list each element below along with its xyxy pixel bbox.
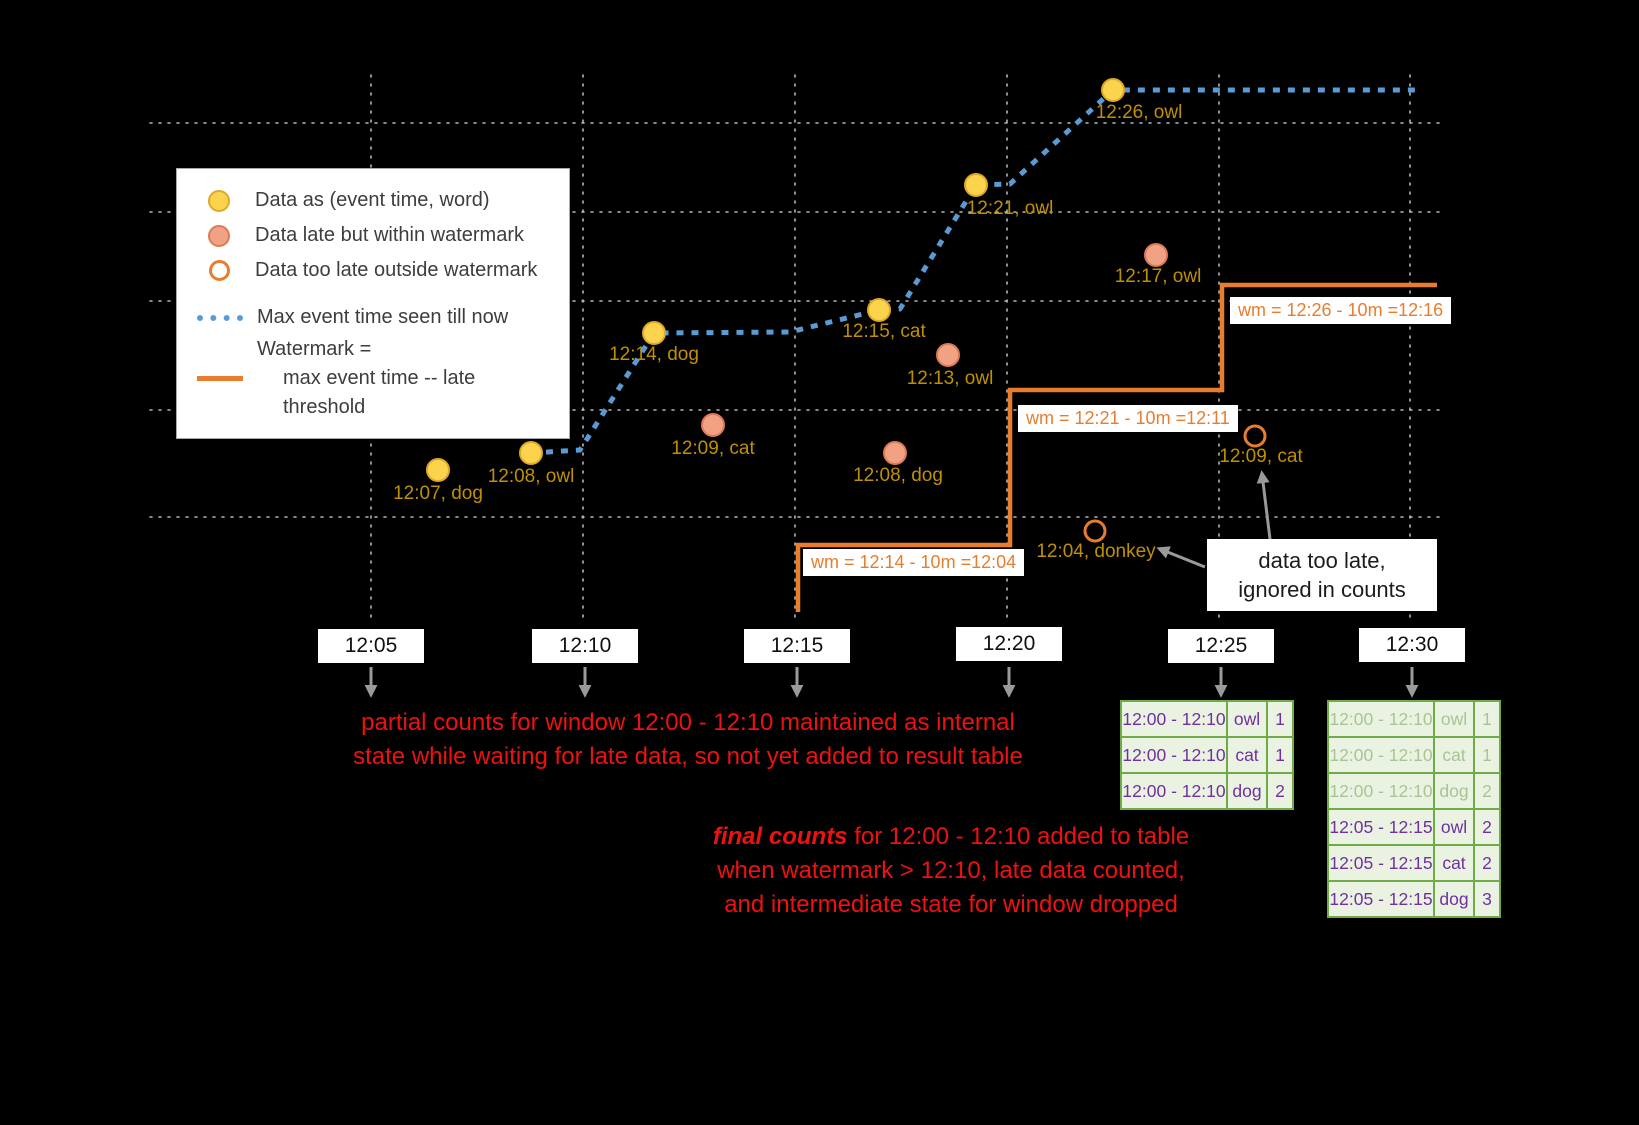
data-point-ontime bbox=[867, 298, 891, 322]
table-cell-window: 12:00 - 12:10 bbox=[1329, 702, 1433, 736]
table-cell-count: 2 bbox=[1268, 774, 1292, 808]
data-point-label: 12:17, owl bbox=[1114, 266, 1202, 287]
axis-tick: 12:15 bbox=[744, 629, 850, 663]
late-dot-icon bbox=[197, 224, 241, 247]
note-final-line1: for 12:00 - 12:10 added to table bbox=[847, 823, 1190, 850]
table-cell-count: 1 bbox=[1475, 738, 1499, 772]
legend-label: Data late but within watermark bbox=[255, 224, 525, 246]
axis-tick: 12:05 bbox=[318, 629, 424, 663]
data-point-label: 12:08, dog bbox=[853, 465, 943, 486]
data-point-label: 12:13, owl bbox=[906, 368, 994, 389]
table-cell-window: 12:00 - 12:10 bbox=[1122, 738, 1226, 772]
axis-tick: 12:25 bbox=[1168, 629, 1274, 663]
table-cell-word: cat bbox=[1435, 738, 1473, 772]
data-point-ontime bbox=[426, 458, 450, 482]
table-cell-word: cat bbox=[1435, 846, 1473, 880]
note-too-late-line2: ignored in counts bbox=[1238, 577, 1406, 602]
axis-tick: 12:30 bbox=[1359, 628, 1465, 662]
table-cell-window: 12:05 - 12:15 bbox=[1329, 882, 1433, 916]
axis-tick: 12:20 bbox=[956, 627, 1062, 661]
table-cell-window: 12:00 - 12:10 bbox=[1329, 774, 1433, 808]
table-cell-word: owl bbox=[1435, 702, 1473, 736]
data-point-ontime bbox=[519, 441, 543, 465]
table-cell-window: 12:05 - 12:15 bbox=[1329, 846, 1433, 880]
legend-label-line1: Watermark = bbox=[257, 338, 372, 360]
table-cell-word: cat bbox=[1228, 738, 1266, 772]
data-point-label: 12:04, donkey bbox=[1036, 541, 1156, 562]
table-cell-word: dog bbox=[1435, 882, 1473, 916]
legend: Data as (event time, word) Data late but… bbox=[176, 168, 570, 439]
result-table-1: 12:00 - 12:10 owl 1 12:00 - 12:10 cat 1 … bbox=[1120, 700, 1294, 810]
table-cell-count: 1 bbox=[1268, 702, 1292, 736]
data-point-toolate bbox=[1243, 424, 1267, 448]
table-cell-word: dog bbox=[1228, 774, 1266, 808]
axis-tick-arrows bbox=[364, 667, 1419, 698]
axis-tick: 12:10 bbox=[532, 629, 638, 663]
legend-item-late: Data late but within watermark bbox=[197, 218, 549, 253]
data-point-late bbox=[936, 343, 960, 367]
table-cell-window: 12:05 - 12:15 bbox=[1329, 810, 1433, 844]
data-point-label: 12:26, owl bbox=[1095, 102, 1183, 123]
note-final-counts: final counts for 12:00 - 12:10 added to … bbox=[645, 820, 1257, 922]
data-point-label: 12:09, cat bbox=[671, 438, 755, 459]
watermark-label: wm = 12:21 - 10m =12:11 bbox=[1018, 405, 1238, 432]
watermark-label: wm = 12:26 - 10m =12:16 bbox=[1230, 297, 1452, 324]
note-partial-line2: state while waiting for late data, so no… bbox=[353, 743, 1023, 770]
too-late-pointer-arrows bbox=[1156, 470, 1272, 569]
data-point-label: 12:15, cat bbox=[842, 321, 926, 342]
ontime-dot-icon bbox=[197, 189, 241, 212]
data-point-ontime bbox=[1101, 78, 1125, 102]
table-cell-count: 2 bbox=[1475, 774, 1499, 808]
legend-item-max-event-time: Max event time seen till now bbox=[197, 300, 549, 335]
legend-item-toolate: Data too late outside watermark bbox=[197, 253, 549, 288]
note-partial-line1: partial counts for window 12:00 - 12:10 … bbox=[361, 709, 1015, 736]
legend-label: Max event time seen till now bbox=[257, 306, 509, 328]
data-point-ontime bbox=[642, 321, 666, 345]
note-partial-counts: partial counts for window 12:00 - 12:10 … bbox=[330, 706, 1046, 774]
table-cell-word: dog bbox=[1435, 774, 1473, 808]
legend-item-ontime: Data as (event time, word) bbox=[197, 183, 549, 218]
legend-label-line2: max event time -- late threshold bbox=[283, 367, 476, 418]
table-cell-count: 1 bbox=[1475, 702, 1499, 736]
legend-item-watermark: Watermark = max event time -- late thres… bbox=[197, 335, 549, 422]
data-point-late bbox=[701, 413, 725, 437]
gridlines bbox=[149, 74, 1441, 623]
table-cell-count: 2 bbox=[1475, 846, 1499, 880]
table-cell-word: owl bbox=[1435, 810, 1473, 844]
solid-line-icon bbox=[197, 376, 243, 381]
legend-label: Data as (event time, word) bbox=[255, 189, 490, 211]
table-cell-count: 2 bbox=[1475, 810, 1499, 844]
table-cell-count: 3 bbox=[1475, 882, 1499, 916]
data-point-label: 12:09, cat bbox=[1219, 446, 1303, 467]
table-cell-count: 1 bbox=[1268, 738, 1292, 772]
legend-label: Watermark = max event time -- late thres… bbox=[257, 335, 549, 422]
data-point-label: 12:21, owl bbox=[966, 198, 1054, 219]
note-final-line3: and intermediate state for window droppe… bbox=[724, 891, 1178, 918]
data-point-label: 12:08, owl bbox=[487, 466, 575, 487]
note-too-late: data too late, ignored in counts bbox=[1207, 539, 1437, 611]
watermark-label: wm = 12:14 - 10m =12:04 bbox=[803, 549, 1025, 576]
data-point-ontime bbox=[964, 173, 988, 197]
table-cell-window: 12:00 - 12:10 bbox=[1329, 738, 1433, 772]
table-cell-word: owl bbox=[1228, 702, 1266, 736]
note-final-line2: when watermark > 12:10, late data counte… bbox=[717, 857, 1185, 884]
note-final-emphasis: final counts bbox=[712, 823, 848, 850]
toolate-circle-icon bbox=[197, 260, 241, 281]
data-point-label: 12:07, dog bbox=[393, 483, 483, 504]
legend-label: Data too late outside watermark bbox=[255, 259, 538, 281]
data-point-late bbox=[1144, 243, 1168, 267]
max-event-time-line bbox=[530, 87, 1422, 456]
table-cell-window: 12:00 - 12:10 bbox=[1122, 702, 1226, 736]
dotted-line-icon bbox=[197, 314, 243, 321]
data-point-label: 12:14, dog bbox=[609, 344, 699, 365]
data-point-late bbox=[883, 441, 907, 465]
result-table-2: 12:00 - 12:10 owl 1 12:00 - 12:10 cat 1 … bbox=[1327, 700, 1501, 918]
watermark-line bbox=[795, 282, 1437, 612]
note-too-late-line1: data too late, bbox=[1258, 548, 1386, 573]
table-cell-window: 12:00 - 12:10 bbox=[1122, 774, 1226, 808]
data-point-toolate bbox=[1083, 519, 1107, 543]
